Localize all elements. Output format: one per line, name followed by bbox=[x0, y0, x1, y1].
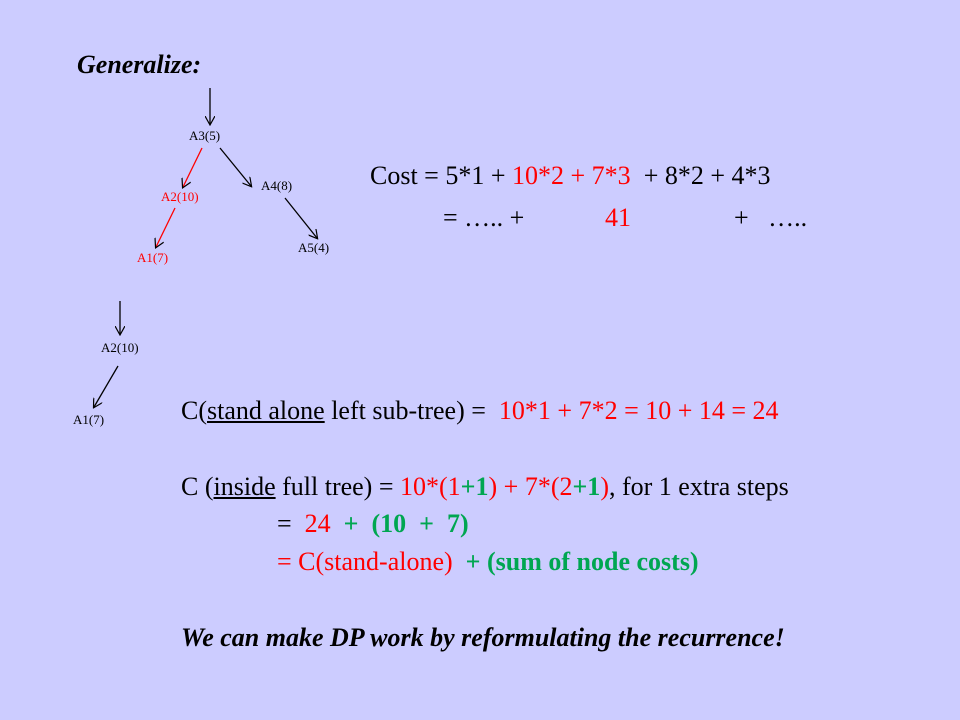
eq2-node-sum: + (sum of node costs) bbox=[465, 547, 699, 576]
cost-formula-line1: Cost = 5*1 + 10*2 + 7*3 + 8*2 + 4*3 bbox=[370, 161, 771, 191]
edge-sub-a2-a1 bbox=[94, 365, 119, 407]
node-a5: A5(4) bbox=[298, 240, 330, 255]
eq1-standalone-value: 24 bbox=[298, 509, 344, 538]
node-a1: A1(7) bbox=[137, 250, 169, 265]
edge-a3-a2 bbox=[183, 147, 203, 187]
edge-a4-a5 bbox=[284, 197, 317, 238]
standalone-middle: left sub-tree) = bbox=[324, 396, 499, 425]
cost-suffix-2: + ….. bbox=[734, 203, 808, 232]
inside-red-c: ) bbox=[600, 472, 609, 501]
cost-subtree-value: 41 bbox=[605, 203, 631, 232]
standalone-cost-line: C(stand alone left sub-tree) = 10*1 + 7*… bbox=[181, 396, 779, 426]
inside-green-b: +1 bbox=[572, 472, 601, 501]
cost-prefix-2: = ….. + bbox=[443, 203, 525, 232]
subtree-node-a1: A1(7) bbox=[73, 412, 105, 427]
inside-green-a: +1 bbox=[460, 472, 489, 501]
inside-red-a: 10*(1 bbox=[400, 472, 461, 501]
inside-cost-line: C (inside full tree) = 10*(1+1) + 7*(2+1… bbox=[181, 472, 789, 502]
node-a4: A4(8) bbox=[261, 178, 293, 193]
subtree-node-a2: A2(10) bbox=[101, 340, 139, 355]
inside-middle: full tree) = bbox=[275, 472, 400, 501]
node-a2: A2(10) bbox=[161, 189, 199, 204]
eq1-prefix: = bbox=[277, 509, 299, 538]
cost-prefix: Cost = 5*1 + bbox=[370, 161, 513, 190]
standalone-underlined: stand alone bbox=[207, 396, 325, 425]
inside-suffix: , for 1 extra steps bbox=[608, 472, 789, 501]
edge-a2-a1 bbox=[156, 207, 176, 247]
eq2-standalone: = C(stand-alone) bbox=[277, 547, 466, 576]
inside-red-b: ) + 7*(2 bbox=[488, 472, 573, 501]
standalone-prefix: C( bbox=[181, 396, 207, 425]
node-a3: A3(5) bbox=[189, 128, 221, 143]
equation-line-2: = C(stand-alone) + (sum of node costs) bbox=[277, 547, 699, 577]
cost-suffix: + 8*2 + 4*3 bbox=[630, 161, 771, 190]
cost-left-subtree-terms: 10*2 + 7*3 bbox=[512, 161, 631, 190]
standalone-value: 10*1 + 7*2 = 10 + 14 = 24 bbox=[498, 396, 779, 425]
conclusion-text: We can make DP work by reformulating the… bbox=[181, 623, 785, 652]
eq1-node-sum: + (10 + 7) bbox=[343, 509, 469, 538]
edge-a3-a4 bbox=[219, 147, 251, 186]
slide-title: Generalize: bbox=[77, 50, 202, 79]
inside-prefix: C ( bbox=[181, 472, 214, 501]
equation-line-1: = 24 + (10 + 7) bbox=[277, 509, 469, 539]
inside-underlined: inside bbox=[213, 472, 276, 501]
